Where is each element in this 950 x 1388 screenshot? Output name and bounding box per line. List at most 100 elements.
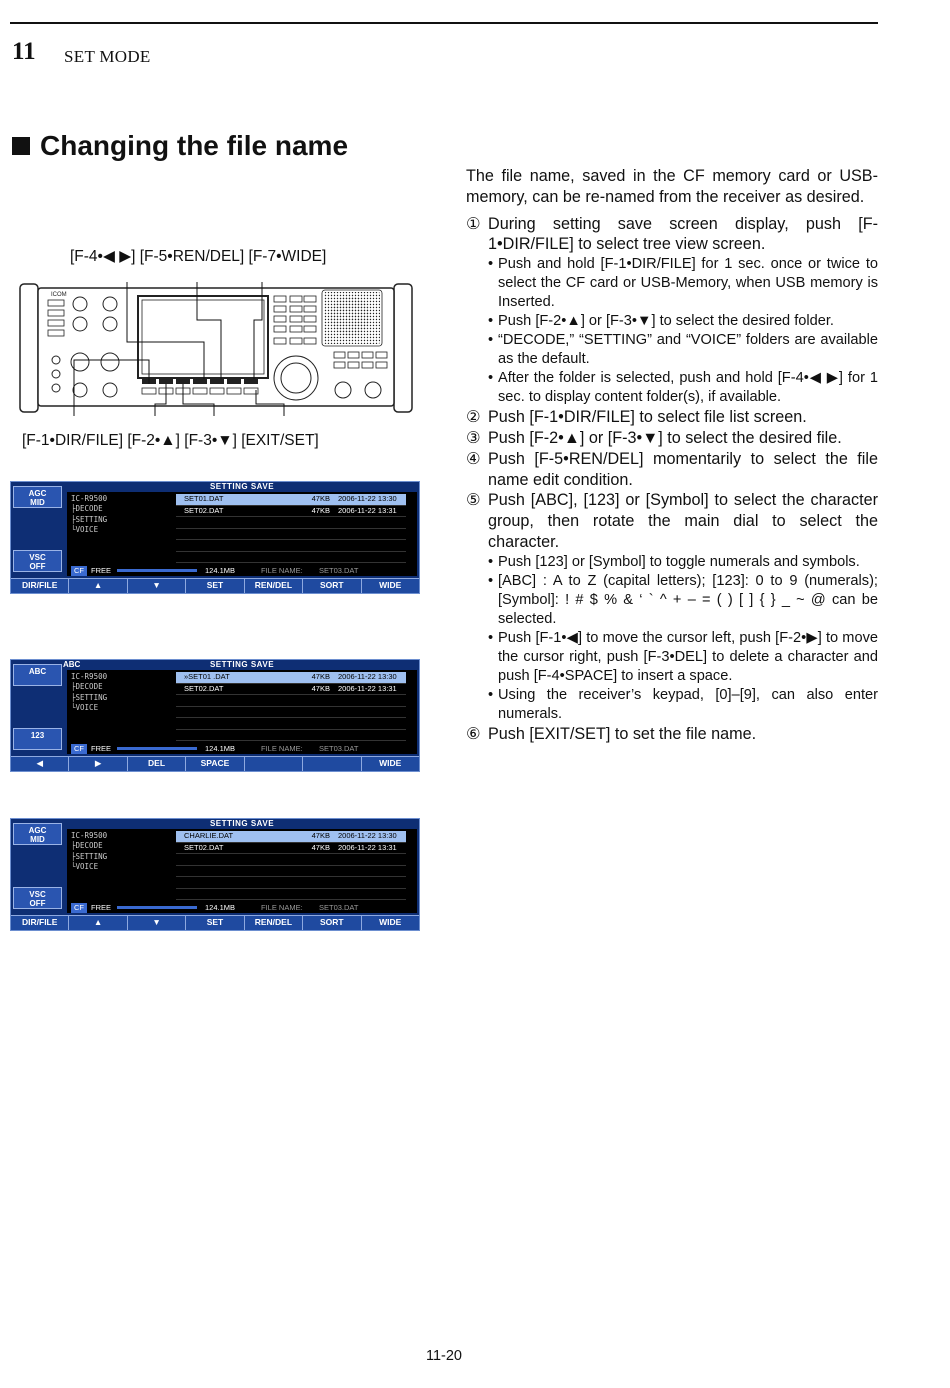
media-badge: CF [71, 744, 87, 754]
file-date: 2006-11-22 13:30 [338, 494, 397, 503]
step-text: Push [F-1•DIR/FILE] to select file list … [488, 408, 807, 427]
function-key-f4[interactable]: SET [186, 916, 245, 930]
bullet-text: Push [F-2•▲] or [F-3•▼] to select the de… [498, 313, 834, 330]
step-text: During setting save screen display, push… [488, 214, 878, 254]
bullet-dot-icon: • [488, 370, 494, 387]
file-size: 47KB [311, 683, 330, 693]
empty-row [176, 529, 406, 540]
function-key-f7[interactable]: WIDE [379, 758, 402, 768]
screen-title: SETTING SAVE [209, 660, 275, 669]
function-key-f1[interactable]: DIR/FILE [11, 579, 70, 593]
bullet-dot-icon: • [488, 332, 494, 349]
bullet-text: Push and hold [F-1•DIR/FILE] for 1 sec. … [498, 256, 878, 311]
step-text: Push [F-5•REN/DEL] momentarily to select… [488, 449, 878, 489]
function-key-f3[interactable]: ▼ [128, 579, 187, 593]
bullet-dot-icon: • [488, 256, 494, 273]
function-key-f2[interactable]: ▲ [69, 579, 128, 593]
function-key-f5[interactable]: REN/DEL [245, 579, 304, 593]
tree-item[interactable]: ├SETTING [71, 692, 108, 702]
step-number: ⑤ [466, 491, 481, 510]
file-name: SET02.DAT [184, 683, 224, 693]
tree-item[interactable]: ├DECODE [71, 682, 103, 692]
step-text: Push [ABC], [123] or [Symbol] to select … [488, 491, 878, 551]
function-key-f7[interactable]: WIDE [379, 917, 402, 927]
step-text: Push [EXIT/SET] to set the file name. [488, 724, 757, 743]
folder-tree: IC-R9500├DECODE├SETTING└VOICE [71, 672, 171, 714]
bullet-text: Push [123] or [Symbol] to toggle numeral… [498, 553, 860, 570]
step-text: Push [F-2•▲] or [F-3•▼] to select the de… [488, 428, 842, 447]
tree-item[interactable]: ├DECODE [71, 504, 103, 514]
step-number: ② [466, 408, 481, 427]
function-key-f4[interactable]: SPACE [186, 757, 245, 771]
function-key-f2[interactable]: ▲ [69, 916, 128, 930]
tree-item[interactable]: └VOICE [71, 703, 99, 713]
function-key-f6[interactable]: SORT [303, 579, 362, 593]
tree-item[interactable]: IC-R9500 [71, 672, 108, 681]
function-key-f5[interactable] [245, 757, 304, 771]
side-key-lower[interactable]: 123 [13, 728, 62, 750]
file-date: 2006-11-22 13:31 [338, 683, 397, 693]
step-bullet: •Push [123] or [Symbol] to toggle numera… [488, 553, 878, 572]
free-space-bar [117, 569, 197, 572]
tree-item[interactable]: ├DECODE [71, 841, 103, 851]
chapter-number: 11 [12, 38, 36, 65]
tree-item[interactable]: ├SETTING [71, 851, 108, 861]
step-bullet: •Push and hold [F-1•DIR/FILE] for 1 sec.… [488, 255, 878, 312]
function-key-f6[interactable] [303, 757, 362, 771]
function-key-f5[interactable]: REN/DEL [245, 916, 304, 930]
free-space-bar [117, 906, 197, 909]
file-name-label: FILE NAME: [261, 566, 303, 575]
instruction-column: The file name, saved in the CF memory ca… [466, 166, 878, 745]
step-5: ⑤ Push [ABC], [123] or [Symbol] to select… [466, 490, 878, 552]
function-key-f1[interactable]: DIR/FILE [11, 916, 70, 930]
function-key-f3[interactable]: ▼ [128, 916, 187, 930]
function-key-f6[interactable]: SORT [303, 916, 362, 930]
new-file-name: SET03.DAT [319, 744, 359, 753]
chapter-title: SET MODE [64, 47, 151, 66]
file-name: SET01.DAT [184, 494, 224, 503]
step-number: ⑥ [466, 724, 481, 743]
diagram-label-bottom: [F-1•DIR/FILE] [F-2•▲] [F-3•▼] [EXIT/SET… [22, 432, 319, 449]
tree-item[interactable]: └VOICE [71, 525, 99, 535]
page-number: 11-20 [425, 1348, 462, 1364]
function-key-f7[interactable]: WIDE [379, 580, 402, 590]
step-bullet: •After the folder is selected, push and … [488, 369, 878, 407]
tree-item[interactable]: IC-R9500 [71, 494, 108, 503]
side-key-lower[interactable]: VSC OFF [13, 550, 62, 572]
tree-item[interactable]: └VOICE [71, 862, 99, 872]
function-key-f3[interactable]: DEL [128, 757, 187, 771]
free-label: FREE [91, 903, 112, 912]
bullet-dot-icon: • [488, 629, 494, 646]
file-row[interactable]: SET01.DAT 47KB 2006-11-22 13:30 [176, 494, 406, 506]
folder-tree: IC-R9500├DECODE├SETTING└VOICE [71, 831, 171, 873]
empty-row [176, 877, 406, 889]
media-badge: CF [71, 903, 87, 913]
empty-row [176, 889, 406, 900]
tree-item[interactable]: ├SETTING [71, 514, 108, 524]
file-row[interactable]: SET02.DAT 47KB 2006-11-22 13:31 [176, 683, 406, 695]
file-size: 47KB [311, 494, 330, 503]
side-key-upper[interactable]: ABC [13, 664, 62, 686]
step-2: ② Push [F-1•DIR/FILE] to select file list… [466, 407, 878, 428]
function-key-f2[interactable]: ▶ [69, 757, 128, 771]
side-key-lower[interactable]: VSC OFF [13, 887, 62, 909]
function-key-f4[interactable]: SET [186, 579, 245, 593]
free-label: FREE [91, 744, 112, 753]
empty-row [176, 517, 406, 529]
side-key-upper[interactable]: AGC MID [13, 823, 62, 845]
tree-item[interactable]: IC-R9500 [71, 831, 108, 840]
side-key-upper[interactable]: AGC MID [13, 486, 62, 508]
function-key-f1[interactable]: ◀ [11, 757, 70, 771]
step-bullet: •Push [F-2•▲] or [F-3•▼] to select the d… [488, 312, 878, 331]
